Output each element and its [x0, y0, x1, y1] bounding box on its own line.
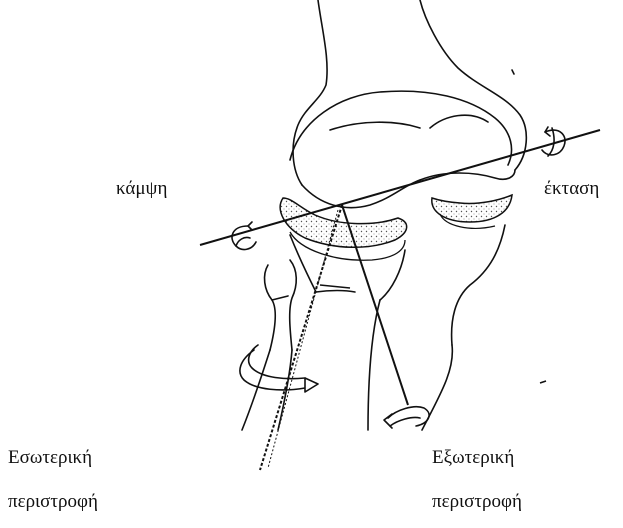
- internal-rotation-label-line2: περιστροφή: [8, 492, 98, 511]
- external-rotation-label-line1: Εξωτερική: [432, 448, 514, 467]
- femur-outline: [290, 0, 526, 208]
- stray-marks: [320, 285, 546, 383]
- fibula-outline: [242, 260, 296, 430]
- meniscus-lateral: [432, 195, 512, 228]
- flexion-label: κάμψη: [116, 179, 167, 198]
- internal-rotation-arrow-icon: [240, 345, 318, 392]
- internal-rotation-label-line1: Εσωτερική: [8, 448, 92, 467]
- external-rotation-arrow-icon: [384, 407, 429, 428]
- extension-label: έκταση: [544, 179, 599, 198]
- external-rotation-label-line2: περιστροφή: [432, 492, 522, 511]
- tibia-outline: [290, 225, 505, 430]
